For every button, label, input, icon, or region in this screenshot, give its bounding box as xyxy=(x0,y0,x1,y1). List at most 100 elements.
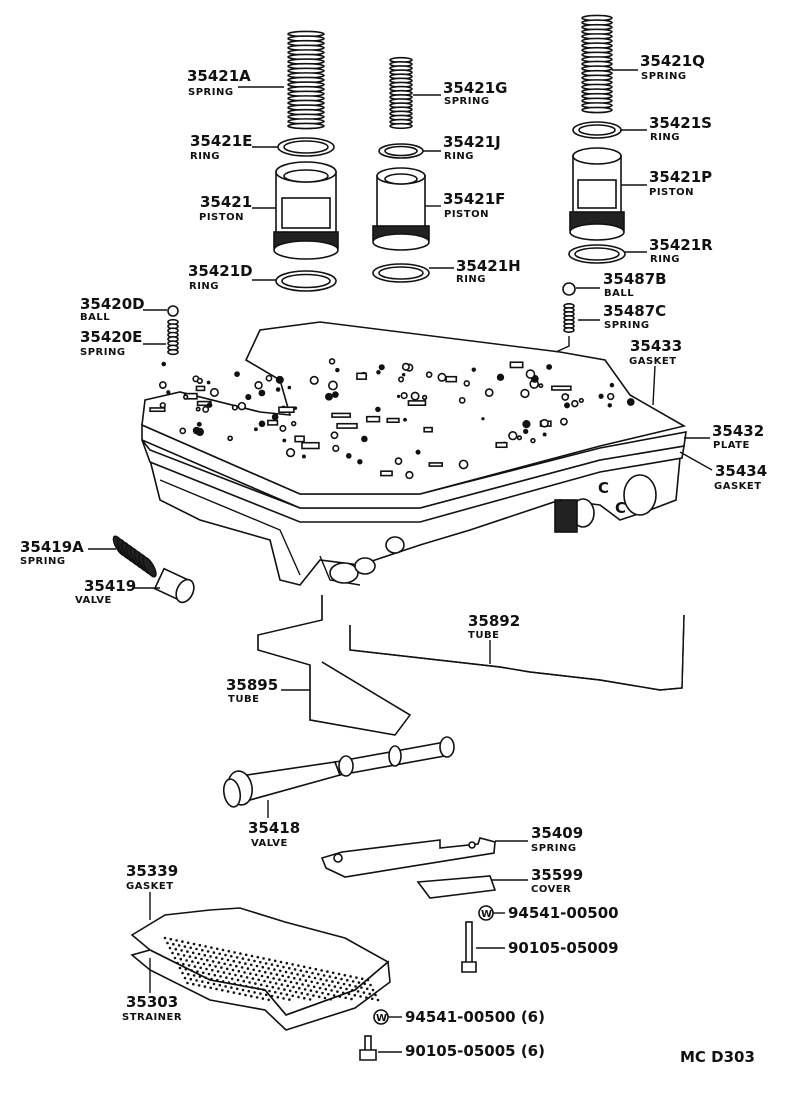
callout-desc: SPRING xyxy=(80,347,126,358)
callout-35432: 35432 PLATE xyxy=(684,422,764,451)
callout-number: 35421F xyxy=(443,190,505,208)
callout-35434: 35434 GASKET xyxy=(679,451,767,492)
piston-35421p xyxy=(569,147,625,241)
strainer-35303 xyxy=(130,949,391,1031)
piston-35421f xyxy=(372,167,430,251)
callout-94541-00500: W 94541-00500 xyxy=(478,904,619,922)
spring-35421g xyxy=(389,56,413,130)
callout-number: 35421J xyxy=(443,133,501,151)
callout-number: 35303 xyxy=(126,993,178,1011)
callout-desc: PISTON xyxy=(444,209,489,220)
callout-desc: GASKET xyxy=(629,356,677,367)
fastener-number: 90105-05005 (6) xyxy=(405,1042,545,1060)
callout-35487c: 35487C SPRING xyxy=(555,302,666,353)
callout-35421g: 35421G SPRING xyxy=(413,79,508,107)
callout-35421h: 35421H RING xyxy=(429,257,521,285)
callout-desc: VALVE xyxy=(251,838,288,849)
edge-letter-c2: C xyxy=(615,499,626,517)
callout-desc: BALL xyxy=(80,312,110,323)
callout-desc: COVER xyxy=(531,884,571,895)
callout-desc: RING xyxy=(650,254,680,265)
callout-number: 35421H xyxy=(456,257,521,275)
callout-35892: 35892 TUBE xyxy=(468,612,520,664)
callout-number: 35421D xyxy=(188,262,253,280)
callout-number: 35339 xyxy=(126,862,178,880)
valve-body-holes xyxy=(149,358,635,480)
callout-desc: GASKET xyxy=(126,881,174,892)
fastener-number: 94541-00500 (6) xyxy=(405,1008,545,1026)
spring-35487c xyxy=(563,302,575,333)
callout-90105-05009: 90105-05009 xyxy=(476,939,619,957)
callout-number: 35434 xyxy=(715,462,767,480)
callout-35421q: 35421Q SPRING xyxy=(612,52,705,82)
callout-35303: 35303 STRAINER xyxy=(122,958,182,1023)
callout-35420e: 35420E SPRING xyxy=(80,328,166,358)
callout-number: 35487B xyxy=(603,270,667,288)
callout-number: 35432 xyxy=(712,422,764,440)
callout-35433: 35433 GASKET xyxy=(629,337,682,406)
callout-desc: PISTON xyxy=(649,187,694,198)
bolt-90105-05005 xyxy=(359,1035,377,1061)
callout-35419a: 35419A SPRING xyxy=(20,538,116,567)
callout-desc: PISTON xyxy=(199,212,244,223)
callout-35421d: 35421D RING xyxy=(188,262,276,292)
diagram-code: MC D303 xyxy=(680,1048,755,1066)
callout-desc: STRAINER xyxy=(122,1012,182,1023)
callout-number: 35892 xyxy=(468,612,520,630)
spring-35419a xyxy=(112,535,157,578)
callout-35421f: 35421F PISTON xyxy=(425,190,505,220)
cover-35599 xyxy=(416,875,497,899)
callout-desc: RING xyxy=(650,132,680,143)
callout-desc: TUBE xyxy=(228,694,259,705)
callout-number: 35487C xyxy=(603,302,666,320)
callout-35599: 35599 COVER xyxy=(492,866,583,895)
callout-desc: VALVE xyxy=(75,595,112,606)
tube-35895 xyxy=(257,595,412,736)
spring-plate-35409 xyxy=(320,837,496,878)
callout-number: 35433 xyxy=(630,337,682,355)
ball-35420d xyxy=(167,305,179,317)
callout-desc: BALL xyxy=(604,288,634,299)
callout-35421j: 35421J RING xyxy=(423,133,501,162)
callout-number: 35420E xyxy=(80,328,142,346)
callout-number: 35421P xyxy=(649,168,712,186)
callout-35421s: 35421S RING xyxy=(621,114,712,143)
valve-35419 xyxy=(153,567,195,604)
callout-desc: RING xyxy=(456,274,486,285)
callout-number: 35421E xyxy=(190,132,252,150)
callout-desc: SPRING xyxy=(604,320,650,331)
callout-desc: RING xyxy=(444,151,474,162)
callout-number: 35409 xyxy=(531,824,583,842)
callout-desc: GASKET xyxy=(714,481,762,492)
spring-35421q xyxy=(581,14,613,114)
callout-number: 35421A xyxy=(187,67,251,85)
spring-35420e xyxy=(167,318,179,356)
callout-desc: SPRING xyxy=(531,843,577,854)
callout-number: 35420D xyxy=(80,295,145,313)
callout-94541-00500-6: W 94541-00500 (6) xyxy=(373,1008,545,1026)
callout-35418: 35418 VALVE xyxy=(248,800,300,849)
strainer-mesh xyxy=(163,936,380,1002)
callout-35339: 35339 GASKET xyxy=(126,862,178,920)
piston-35421 xyxy=(273,161,339,260)
tube-35892 xyxy=(349,614,685,691)
callout-number: 35421Q xyxy=(640,52,705,70)
callout-35409: 35409 SPRING xyxy=(495,824,583,854)
spring-35421a xyxy=(287,30,325,130)
edge-letter-c1: C xyxy=(598,479,609,497)
callout-number: 35421G xyxy=(443,79,508,97)
callout-35421a: 35421A SPRING xyxy=(187,67,284,98)
callout-35487b: 35487B BALL xyxy=(576,270,667,299)
callout-number: 35418 xyxy=(248,819,300,837)
callout-desc: SPRING xyxy=(444,96,490,107)
callout-desc: PLATE xyxy=(713,440,750,451)
callout-number: 35895 xyxy=(226,676,278,694)
callout-labels: 35421A SPRING 35421E RING 35421 PISTON 3… xyxy=(20,52,767,1066)
callout-35421r: 35421R RING xyxy=(625,236,713,265)
callout-35419: 35419 VALVE xyxy=(75,577,160,606)
bolt-90105-05009 xyxy=(461,921,477,973)
callout-desc: SPRING xyxy=(641,71,687,82)
callout-35895: 35895 TUBE xyxy=(226,676,310,705)
callout-desc: SPRING xyxy=(20,556,66,567)
